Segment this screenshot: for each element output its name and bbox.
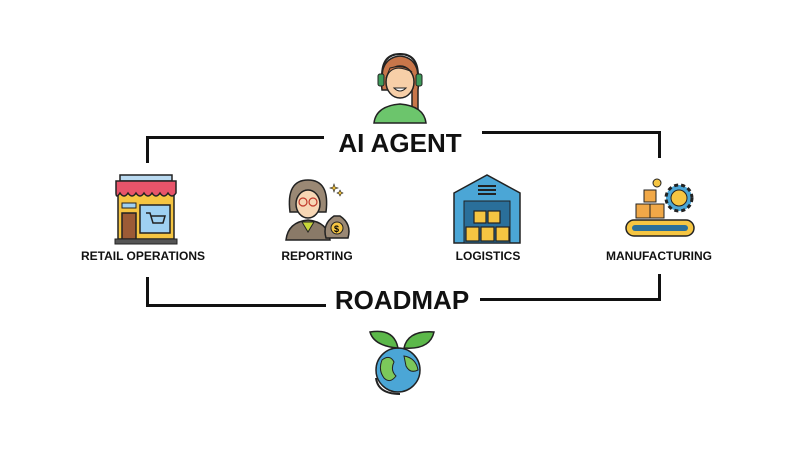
label-logistics: LOGISTICS — [455, 249, 521, 263]
connector-bottom-right — [480, 298, 661, 301]
connector-bottom-left-rise — [146, 277, 149, 307]
svg-text:$: $ — [334, 224, 339, 234]
warehouse-icon — [453, 174, 521, 244]
connector-top-left — [146, 136, 324, 139]
label-manufacturing: MANUFACTURING — [606, 249, 712, 263]
connector-top-left-drop — [146, 136, 149, 163]
connector-top-right-drop — [658, 131, 661, 158]
connector-top-right — [482, 131, 661, 134]
label-retail-operations: RETAIL OPERATIONS — [80, 249, 206, 263]
roadmap-title: ROADMAP — [334, 285, 470, 315]
conveyor-gear-icon — [625, 178, 695, 237]
earth-leaves-icon — [369, 330, 435, 395]
ai-agent-title: AI AGENT — [338, 128, 462, 158]
label-reporting: REPORTING — [281, 249, 353, 263]
connector-bottom-left — [146, 304, 326, 307]
businesswoman-money-icon: $ — [285, 179, 350, 241]
support-agent-icon — [373, 52, 427, 124]
store-icon — [114, 174, 178, 245]
connector-bottom-right-rise — [658, 274, 661, 301]
